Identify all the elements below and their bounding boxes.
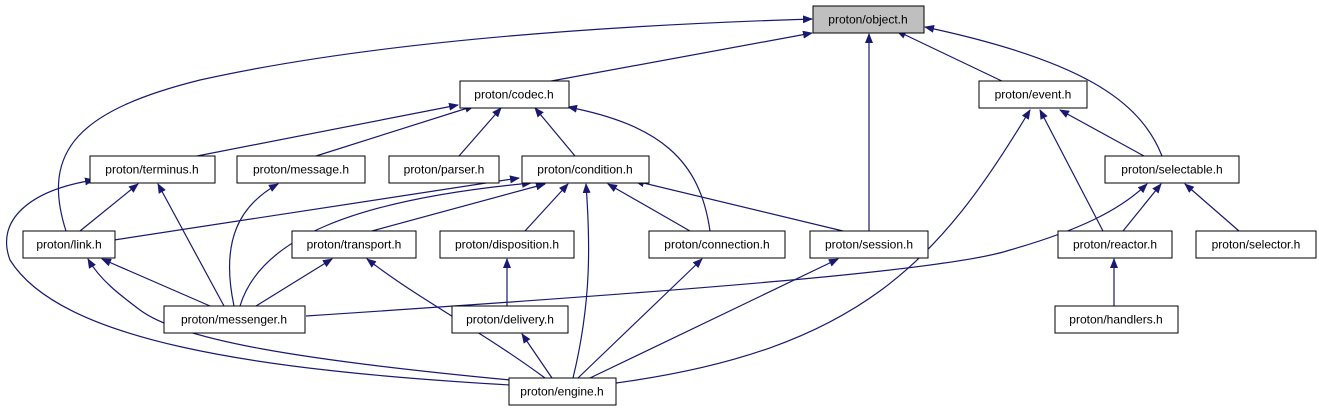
node-parser[interactable]: proton/parser.h bbox=[388, 155, 500, 184]
edge-transport-to-condition bbox=[371, 182, 546, 232]
edge-engine-to-session bbox=[589, 258, 839, 379]
node-handlers-label: proton/handlers.h bbox=[1069, 313, 1162, 327]
edge-messenger-to-message bbox=[228, 183, 279, 307]
edge-connection-to-codec bbox=[567, 104, 711, 232]
edge-disposition-to-condition bbox=[524, 183, 569, 232]
node-delivery-label: proton/delivery.h bbox=[466, 313, 554, 327]
edge-parser-to-codec bbox=[458, 107, 502, 157]
edge-event-to-object bbox=[896, 30, 1007, 84]
node-selectable[interactable]: proton/selectable.h bbox=[1104, 155, 1240, 184]
edge-condition-to-codec bbox=[534, 107, 576, 157]
node-disposition-label: proton/disposition.h bbox=[455, 238, 559, 252]
edge-selector-to-selectable bbox=[1184, 183, 1240, 232]
edge-link-to-object bbox=[57, 15, 813, 232]
node-event[interactable]: proton/event.h bbox=[978, 80, 1088, 109]
edge-link-to-terminus bbox=[79, 183, 139, 232]
edge-messenger-to-transport bbox=[255, 258, 333, 307]
node-messenger-label: proton/messenger.h bbox=[181, 313, 287, 327]
node-selector-label: proton/selector.h bbox=[1212, 238, 1301, 252]
node-codec[interactable]: proton/codec.h bbox=[459, 80, 570, 109]
edge-engine-to-connection bbox=[577, 258, 703, 379]
node-connection-label: proton/connection.h bbox=[664, 238, 769, 252]
edge-link-to-condition bbox=[113, 175, 520, 241]
node-delivery[interactable]: proton/delivery.h bbox=[451, 305, 569, 334]
nodes: proton/object.h proton/codec.h proton/ev… bbox=[22, 5, 1317, 406]
edge-messenger-to-terminus bbox=[157, 183, 225, 307]
node-codec-label: proton/codec.h bbox=[474, 88, 553, 102]
edge-selectable-to-event bbox=[1059, 109, 1145, 157]
edge-reactor-to-event bbox=[1039, 109, 1104, 232]
node-messenger[interactable]: proton/messenger.h bbox=[163, 305, 306, 334]
edge-engine-to-terminus bbox=[5, 177, 511, 386]
node-selector[interactable]: proton/selector.h bbox=[1195, 230, 1317, 259]
node-disposition[interactable]: proton/disposition.h bbox=[439, 230, 575, 259]
node-connection[interactable]: proton/connection.h bbox=[648, 230, 786, 259]
node-terminus-label: proton/terminus.h bbox=[105, 163, 198, 177]
node-link[interactable]: proton/link.h bbox=[22, 230, 116, 259]
node-link-label: proton/link.h bbox=[36, 238, 101, 252]
node-selectable-label: proton/selectable.h bbox=[1121, 163, 1222, 177]
edge-connection-to-condition bbox=[607, 183, 691, 232]
edge-engine-to-event bbox=[615, 109, 1031, 384]
edge-engine-to-condition bbox=[572, 183, 591, 379]
node-session-label: proton/session.h bbox=[825, 238, 913, 252]
node-engine[interactable]: proton/engine.h bbox=[508, 377, 617, 406]
node-object[interactable]: proton/object.h bbox=[812, 5, 925, 34]
edge-messenger-to-selectable bbox=[305, 183, 1148, 317]
node-engine-label: proton/engine.h bbox=[520, 385, 603, 399]
node-condition-label: proton/condition.h bbox=[537, 163, 632, 177]
node-reactor-label: proton/reactor.h bbox=[1073, 238, 1157, 252]
edge-messenger-to-condition bbox=[239, 179, 532, 307]
node-object-label: proton/object.h bbox=[828, 13, 907, 27]
edge-codec-to-object bbox=[534, 30, 813, 85]
node-terminus[interactable]: proton/terminus.h bbox=[89, 155, 216, 184]
node-message[interactable]: proton/message.h bbox=[236, 155, 366, 184]
node-transport[interactable]: proton/transport.h bbox=[291, 230, 417, 259]
node-handlers[interactable]: proton/handlers.h bbox=[1054, 305, 1179, 334]
edge-message-to-codec bbox=[315, 104, 475, 157]
node-condition[interactable]: proton/condition.h bbox=[521, 155, 650, 184]
node-session[interactable]: proton/session.h bbox=[809, 230, 929, 259]
node-event-label: proton/event.h bbox=[995, 88, 1072, 102]
node-reactor[interactable]: proton/reactor.h bbox=[1057, 230, 1173, 259]
edge-reactor-to-selectable bbox=[1122, 183, 1162, 232]
node-message-label: proton/message.h bbox=[253, 163, 349, 177]
node-transport-label: proton/transport.h bbox=[307, 238, 402, 252]
edge-messenger-to-link bbox=[101, 258, 211, 307]
edge-selectable-to-object bbox=[924, 24, 1163, 157]
node-parser-label: proton/parser.h bbox=[404, 163, 485, 177]
edge-engine-to-delivery bbox=[521, 333, 553, 379]
edge-terminus-to-codec bbox=[196, 102, 459, 157]
edge-session-to-condition bbox=[634, 179, 844, 232]
